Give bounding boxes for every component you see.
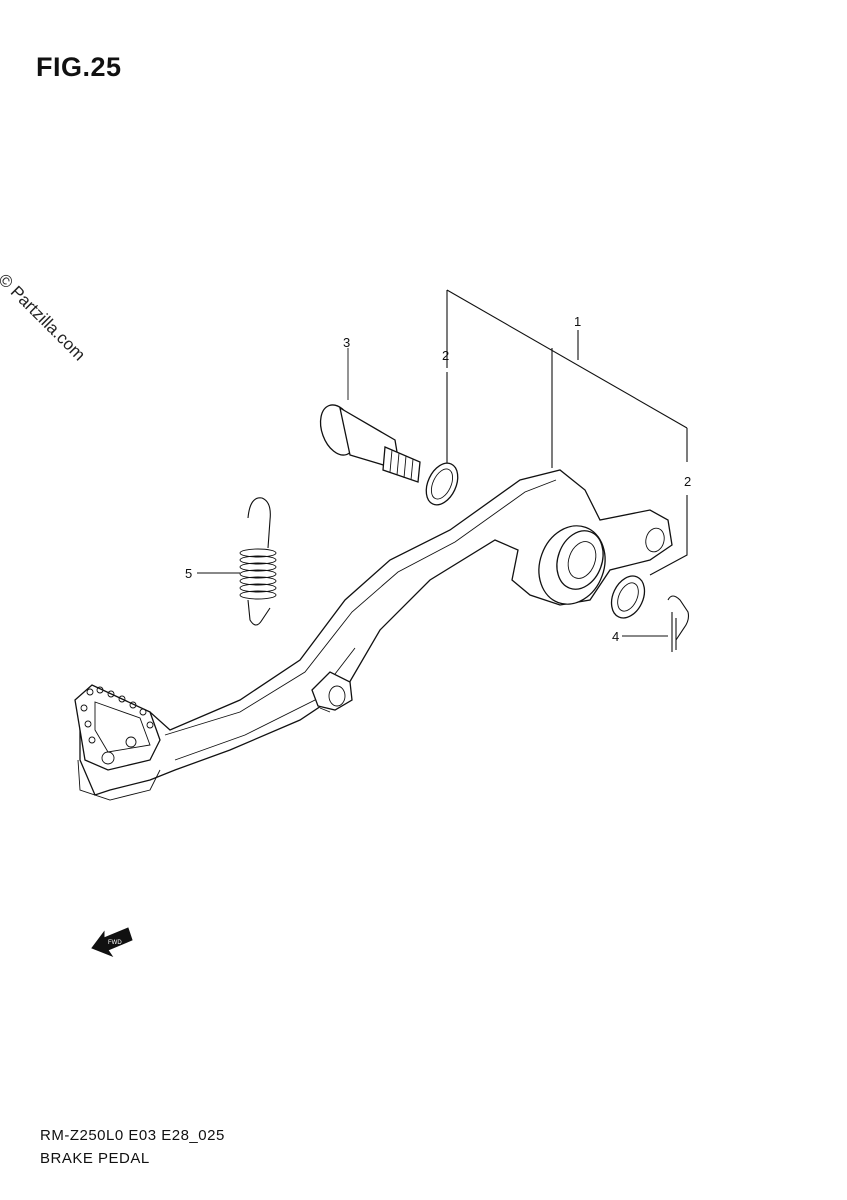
- washer-upper-part: [425, 462, 459, 506]
- pivot-shaft-part: [319, 404, 421, 483]
- washer-lower-part: [610, 575, 646, 619]
- callout-4: 4: [612, 629, 619, 644]
- bracket-lines: [446, 289, 688, 576]
- callout-2-lower: 2: [684, 474, 691, 489]
- callout-5: 5: [185, 566, 192, 581]
- assembly-name: BRAKE PEDAL: [40, 1150, 150, 1167]
- callout-3: 3: [343, 335, 350, 350]
- brake-pedal-part: [74, 469, 673, 801]
- model-code: RM-Z250L0 E03 E28_025: [40, 1127, 225, 1144]
- shaft-threads: [389, 449, 414, 481]
- return-spring-part: [239, 497, 277, 626]
- callout-1: 1: [574, 314, 581, 329]
- callout-2-upper: 2: [442, 348, 449, 363]
- fwd-label: FWD: [108, 940, 122, 946]
- tread-teeth: [80, 686, 154, 744]
- figure-title: FIG.25: [36, 52, 122, 82]
- cotter-pin-part: [667, 595, 690, 652]
- fwd-arrow-icon: FWD: [91, 927, 133, 958]
- spring-coils: [239, 548, 277, 600]
